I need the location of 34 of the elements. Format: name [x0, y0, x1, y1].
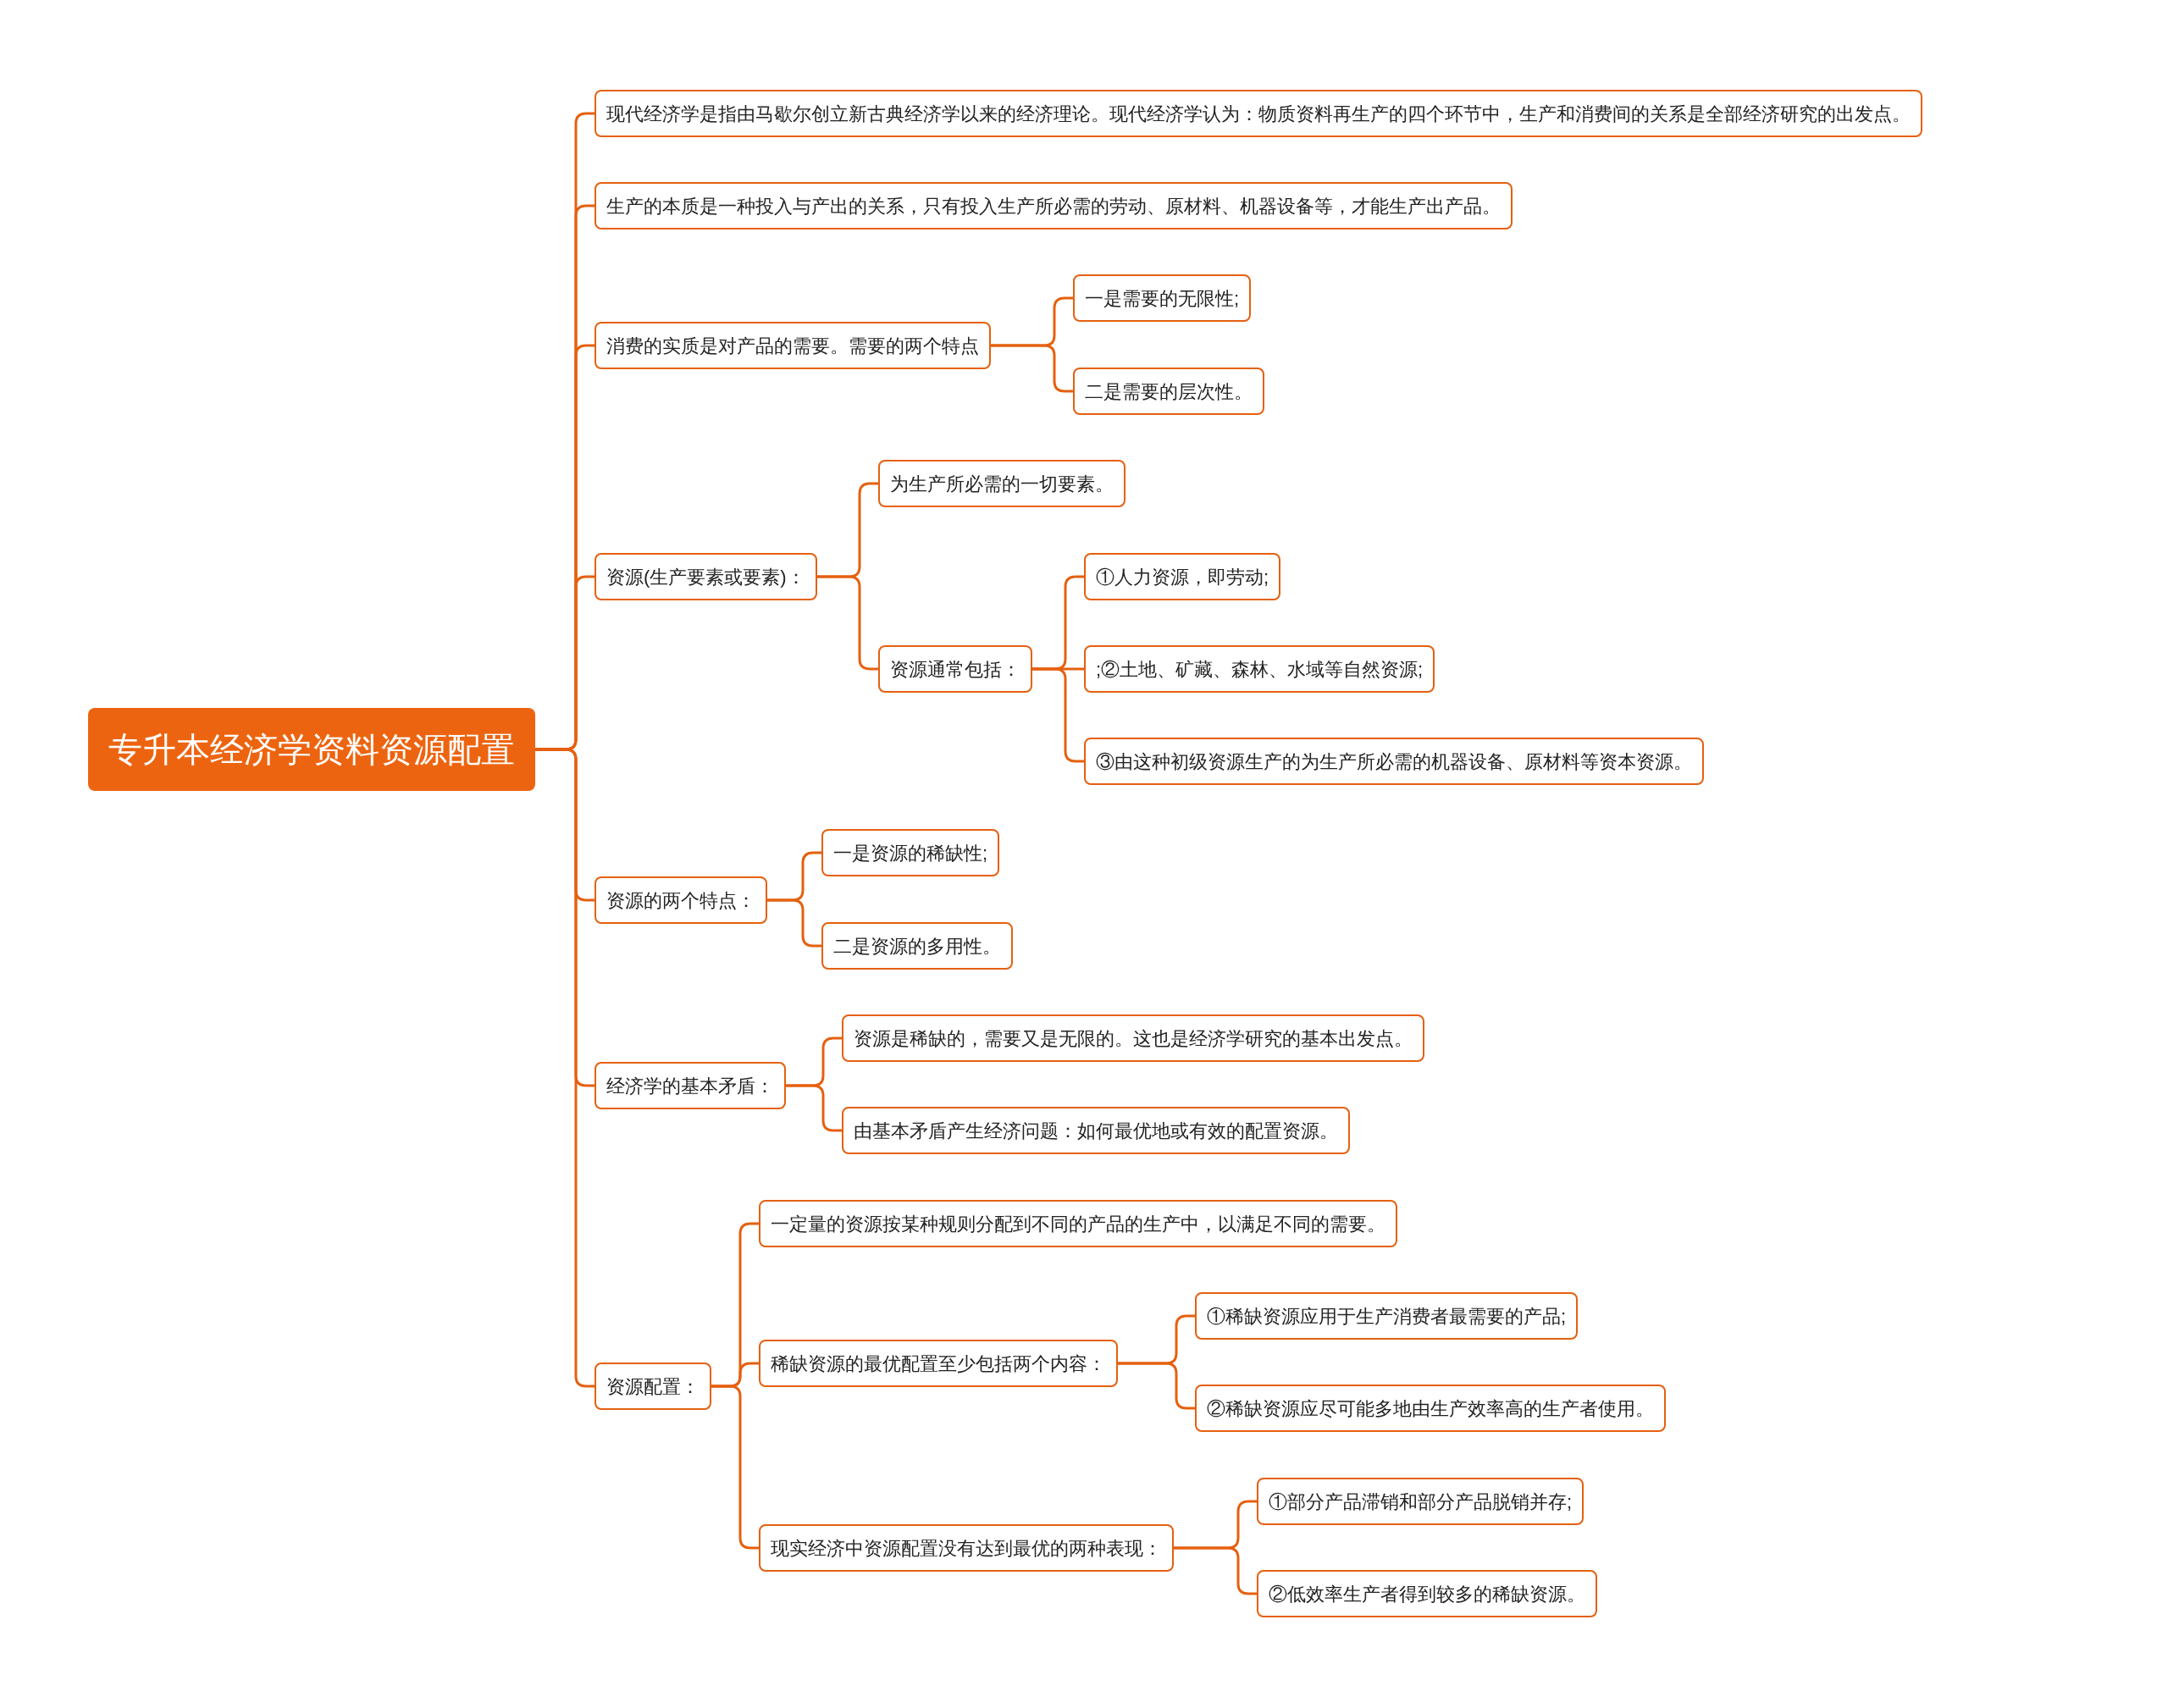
- connector-line: [817, 575, 878, 671]
- topic-box: ;②土地、矿藏、森林、水域等自然资源;: [1084, 645, 1435, 693]
- connector-line: [1174, 1546, 1257, 1595]
- topic-box: 为生产所必需的一切要素。: [878, 460, 1125, 507]
- topic-box: 现代经济学是指由马歇尔创立新古典经济学以来的经济理论。现代经济学认为：物质资料再生产的四个环节中，生产和消费间的关系是全部经济研究的出发点。: [595, 90, 1922, 137]
- connector-line: [1118, 1362, 1195, 1410]
- connector-line: [991, 344, 1073, 393]
- topic-box: 二是需要的层次性。: [1073, 368, 1264, 415]
- topic-box: ①稀缺资源应用于生产消费者最需要的产品;: [1195, 1292, 1579, 1340]
- connector-line: [711, 1385, 759, 1550]
- topic-box: 一定量的资源按某种规则分配到不同的产品的生产中，以满足不同的需要。: [759, 1200, 1397, 1247]
- topic-box: 由基本矛盾产生经济问题：如何最优地或有效的配置资源。: [842, 1107, 1350, 1154]
- topic-box: 一是资源的稀缺性;: [821, 829, 1000, 876]
- topic-box: ②低效率生产者得到较多的稀缺资源。: [1257, 1570, 1597, 1617]
- topic-box: 一是需要的无限性;: [1073, 274, 1252, 322]
- connector-line: [767, 898, 821, 948]
- topic-box: 生产的本质是一种投入与产出的关系，只有投入生产所必需的劳动、原材料、机器设备等，才能生产出产品。: [595, 182, 1513, 229]
- topic-box: 资源(生产要素或要素)：: [595, 553, 817, 600]
- root-topic-box: 专升本经济学资料资源配置: [88, 708, 535, 791]
- topic-box: 资源是稀缺的，需要又是无限的。这也是经济学研究的基本出发点。: [842, 1014, 1424, 1062]
- connector-line: [1032, 667, 1084, 763]
- topic-box: 稀缺资源的最优配置至少包括两个内容：: [759, 1340, 1118, 1387]
- topic-box: 资源的两个特点：: [595, 876, 767, 924]
- topic-box: 二是资源的多用性。: [821, 922, 1013, 970]
- connector-line: [786, 1084, 842, 1132]
- topic-box: 现实经济中资源配置没有达到最优的两种表现：: [759, 1524, 1174, 1572]
- topic-box: 资源通常包括：: [878, 645, 1032, 693]
- topic-box: 经济学的基本矛盾：: [595, 1062, 786, 1109]
- topic-box: ②稀缺资源应尽可能多地由生产效率高的生产者使用。: [1195, 1385, 1666, 1432]
- topic-box: ①人力资源，即劳动;: [1084, 553, 1281, 600]
- topic-box: ①部分产品滞销和部分产品脱销并存;: [1257, 1478, 1585, 1525]
- topic-box: 资源配置：: [595, 1363, 711, 1410]
- topic-box: ③由这种初级资源生产的为生产所必需的机器设备、原材料等资本资源。: [1084, 738, 1704, 785]
- topic-box: 消费的实质是对产品的需要。需要的两个特点: [595, 322, 991, 369]
